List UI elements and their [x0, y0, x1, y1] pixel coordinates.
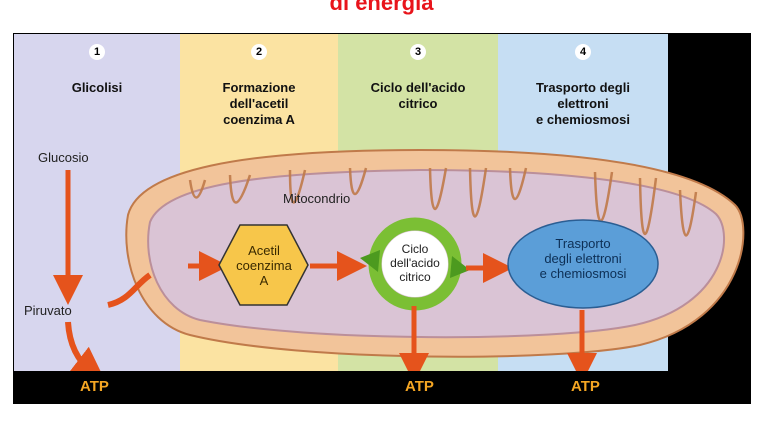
atp-label-glycolysis: ATP	[80, 378, 109, 395]
electron-transport-ellipse	[507, 219, 659, 309]
acetyl-coa-label: Acetil coenzima A	[236, 243, 292, 288]
stage-title-2: Formazione dell'acetil coenzima A	[222, 80, 296, 127]
stage-number-2: 2	[180, 42, 338, 60]
glucose-label: Glucosio	[38, 150, 89, 165]
stage-title-1: Glicolisi	[71, 80, 123, 95]
mitochondrion-label: Mitocondrio	[283, 191, 351, 206]
cycle-arrowhead-left	[360, 250, 380, 272]
stage-number-3: 3	[338, 42, 498, 60]
citric-cycle-label: Ciclo dell'acido citrico	[390, 242, 440, 284]
cycle-arrowhead-right	[450, 256, 470, 278]
stage-number-1: 1	[14, 42, 180, 60]
stage-title-3: Ciclo dell'acido citrico	[370, 80, 466, 111]
page-title: di energia	[329, 0, 434, 15]
atp-label-electron-transport: ATP	[571, 378, 600, 395]
stage-number-4: 4	[498, 42, 668, 60]
citric-cycle-center	[382, 231, 448, 297]
atp-bar	[13, 371, 751, 404]
acetyl-coa-hexagon	[218, 224, 309, 306]
arrow-pyruvate-to-mitochondrion	[107, 272, 152, 308]
atp-label-citric-cycle: ATP	[405, 378, 434, 395]
stage-title-4: Trasporto degli elettroni e chemiosmosi	[536, 80, 630, 127]
pyruvate-label: Piruvato	[24, 303, 72, 318]
electron-transport-label: Trasporto degli elettroni e chemiosmosi	[539, 236, 627, 281]
arrow-pyruvate-to-atp	[65, 321, 107, 384]
